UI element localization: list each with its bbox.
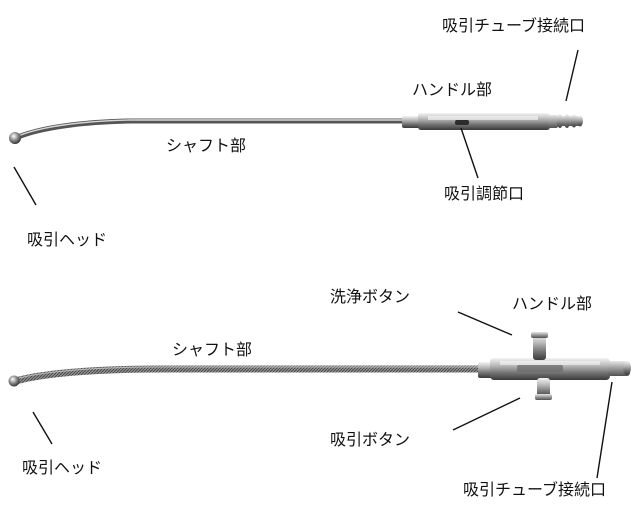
leader-lower-head — [32, 411, 53, 445]
upper-adjust-hole — [455, 120, 469, 125]
lower-wash-button — [531, 332, 548, 360]
label-adjust-hole-1: 吸引調節口 — [444, 184, 525, 203]
lower-suction-button — [535, 378, 552, 400]
leader-lower-wash — [457, 311, 513, 336]
lower-instrument — [8, 332, 631, 400]
leader-upper-head — [13, 166, 37, 206]
leader-upper-adjust — [460, 127, 479, 179]
leader-lower-connector — [596, 381, 613, 479]
label-wash-button-2: 洗浄ボタン — [330, 287, 411, 306]
upper-suction-head — [9, 132, 21, 144]
leader-upper-connector — [565, 49, 579, 102]
leader-lower-suction — [452, 397, 521, 431]
label-handle-2: ハンドル部 — [512, 294, 593, 313]
lower-shaft — [12, 365, 484, 385]
label-shaft-2: シャフト部 — [172, 340, 253, 359]
label-tube-connector-2: 吸引チューブ接続口 — [463, 480, 607, 499]
upper-tube-connector — [557, 114, 583, 128]
lower-suction-head — [8, 375, 20, 387]
label-shaft-1: シャフト部 — [166, 136, 247, 155]
upper-shaft — [15, 118, 413, 140]
upper-instrument — [9, 113, 583, 144]
upper-handle-collar — [402, 116, 420, 128]
label-suction-button-2: 吸引ボタン — [330, 430, 411, 449]
label-head-1: 吸引ヘッド — [27, 230, 108, 249]
label-head-2: 吸引ヘッド — [22, 458, 103, 477]
label-tube-connector-1: 吸引チューブ接続口 — [442, 16, 586, 35]
upper-handle — [418, 113, 550, 130]
label-handle-1: ハンドル部 — [412, 80, 493, 99]
